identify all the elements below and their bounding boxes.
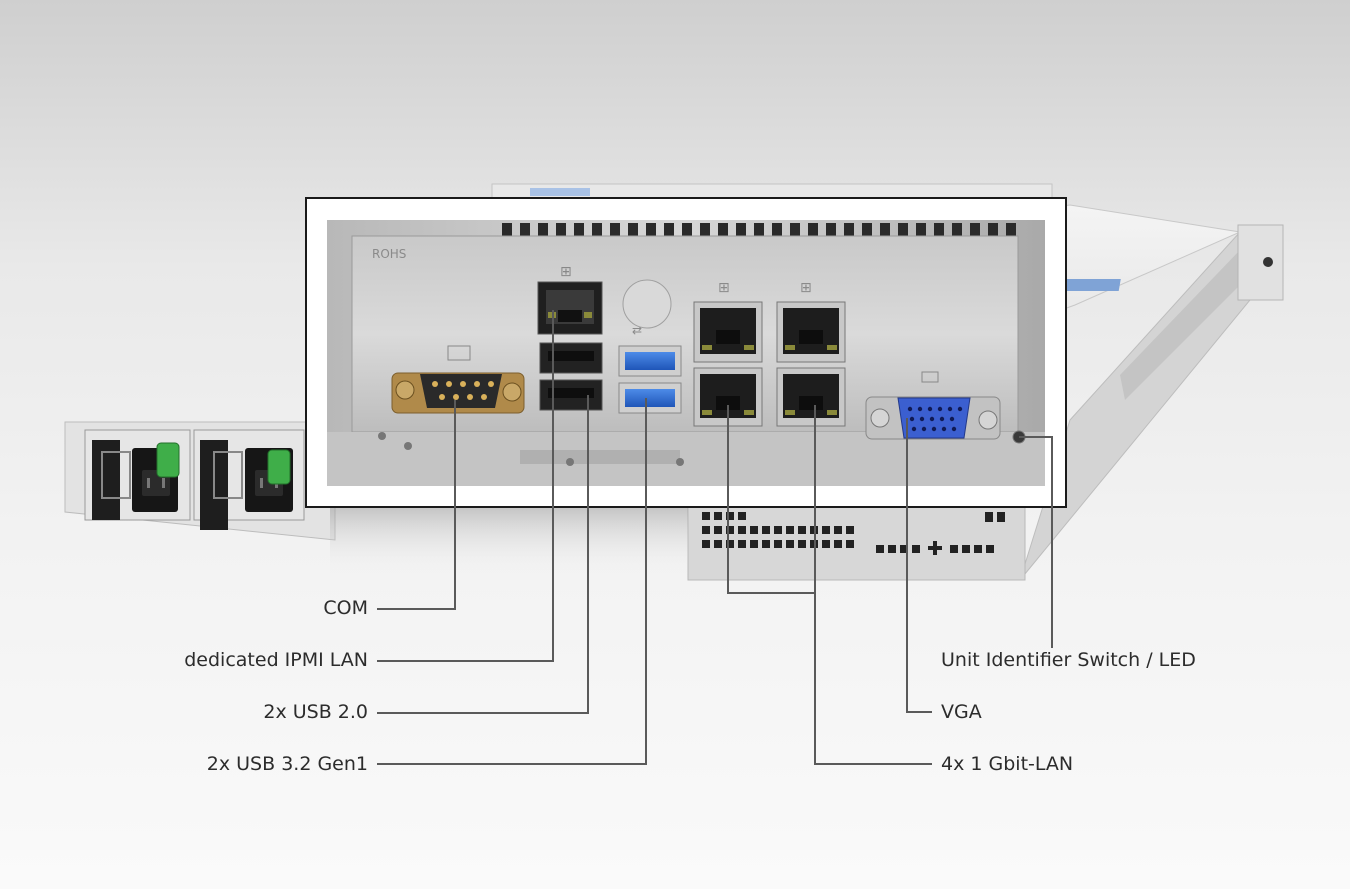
label-ipmi-lan: dedicated IPMI LAN <box>184 649 368 671</box>
psu-2-release-latch <box>267 449 291 485</box>
svg-text:⊞: ⊞ <box>718 280 730 296</box>
leader-usb2 <box>377 395 589 714</box>
rack-ear-hole <box>1263 257 1273 267</box>
label-uid-switch-led: Unit Identifier Switch / LED <box>941 649 1196 671</box>
io-panel-callout: ROHS ⊞ <box>305 197 1067 508</box>
rohs-marking: ROHS <box>372 247 406 261</box>
power-supply-2 <box>193 429 305 530</box>
label-vga: VGA <box>941 701 982 723</box>
svg-text:⊞: ⊞ <box>560 264 572 280</box>
ipmi-lan-port: ⊞ <box>537 264 603 335</box>
com-port <box>391 345 525 414</box>
leader-usb3 <box>377 398 647 765</box>
rack-ear <box>1237 224 1284 301</box>
leader-ipmi-lan <box>377 310 554 662</box>
leader-vga <box>906 418 932 713</box>
leader-lan-b <box>814 405 932 765</box>
leader-lines <box>377 310 1053 765</box>
leader-com <box>377 400 456 610</box>
leader-uid <box>1019 436 1053 648</box>
label-usb3: 2x USB 3.2 Gen1 <box>206 753 368 775</box>
svg-text:⇄: ⇄ <box>632 323 642 337</box>
usb3-ports: ⇄ <box>618 323 682 414</box>
label-lan: 4x 1 Gbit-LAN <box>941 753 1074 775</box>
label-usb2: 2x USB 2.0 <box>263 701 368 723</box>
svg-text:⊞: ⊞ <box>800 280 812 296</box>
lan-ports: ⊞ ⊞ <box>693 280 846 427</box>
leader-lan-a <box>727 405 815 594</box>
power-supply-1 <box>84 429 191 521</box>
vga-port <box>865 371 1001 440</box>
label-com: COM <box>323 597 368 619</box>
psu-1-release-latch <box>156 442 180 478</box>
usb2-ports <box>539 342 603 411</box>
knockout-hole <box>622 279 672 329</box>
